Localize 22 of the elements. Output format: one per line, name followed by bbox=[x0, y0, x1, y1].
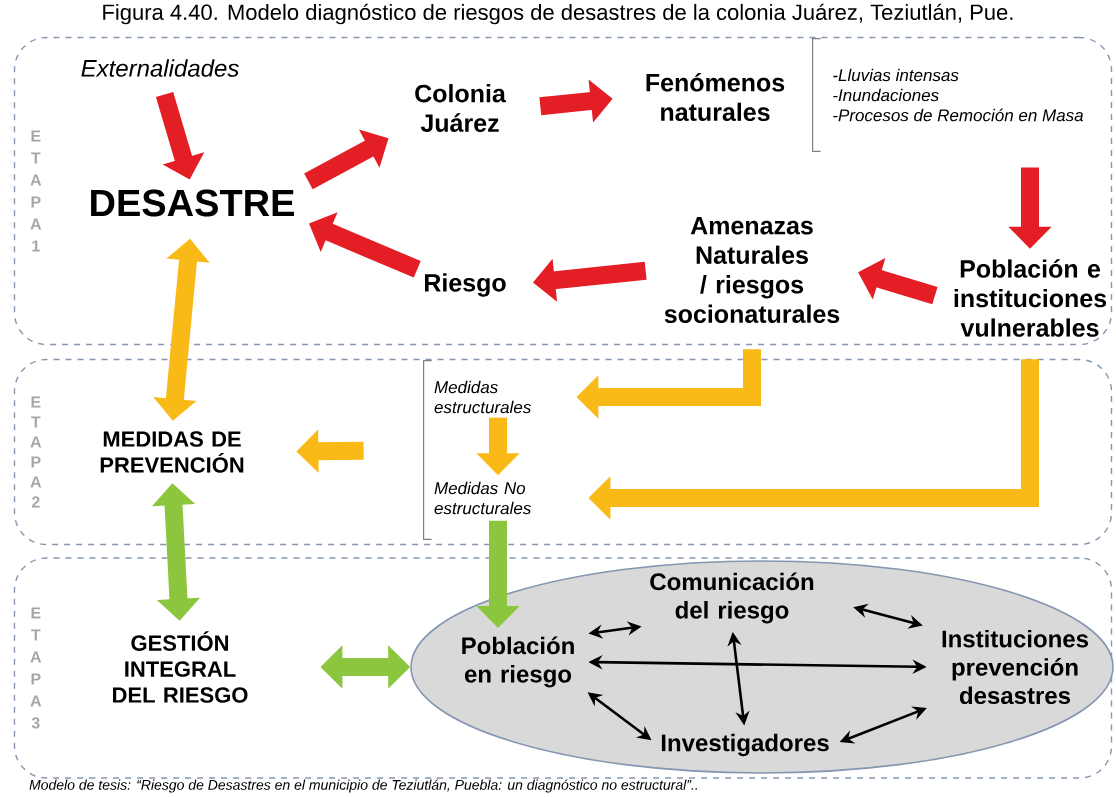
actor-label: Investigadores bbox=[661, 733, 829, 757]
concept-label: Población e instituciones vulnerables bbox=[954, 259, 1107, 337]
concept-label: Externalidades bbox=[81, 59, 239, 77]
concept-label: Riesgo bbox=[425, 273, 506, 297]
concept-label: GESTIÓN INTEGRAL DEL RIESGO bbox=[113, 631, 248, 703]
concept-label: Amenazas Naturales / riesgos socionaturales bbox=[664, 217, 840, 323]
actor-label: Comunicación del riesgo bbox=[650, 572, 814, 624]
actor-label: Población en riesgo bbox=[462, 636, 574, 688]
actor-label: Instituciones prevención desastres bbox=[942, 629, 1089, 705]
concept-label: Fenómenos naturales bbox=[646, 72, 785, 122]
concept-label: Colonia Juárez bbox=[415, 84, 506, 132]
concept-label: MEDIDAS DE PREVENCIÓN bbox=[100, 431, 244, 473]
stage-label: E T A P A 1 bbox=[30, 130, 42, 252]
concept-label: Medidas estructurales bbox=[434, 380, 531, 414]
stage-label: E T A P A 3 bbox=[30, 607, 42, 729]
figure-title: Figura 4.40. Modelo diagnóstico de riesgos de desastres de la colonia Juárez, Teziutlán, Pue. bbox=[103, 3, 1013, 25]
source-note: Modelo de tesis: “Riesgo de Desastres en el municipio de Teziutlán, Puebla: un diagnóstico no estructural”.. bbox=[29, 779, 697, 793]
bracket-list: -Lluvias intensas -Inundaciones -Procesos de Remoción en Masa bbox=[812, 38, 1084, 152]
stage-label: E T A P A 2 bbox=[30, 396, 42, 508]
concept-label: DESASTRE bbox=[91, 189, 294, 217]
bracket bbox=[423, 360, 433, 540]
concept-label: Medidas No estructurales bbox=[434, 481, 531, 515]
